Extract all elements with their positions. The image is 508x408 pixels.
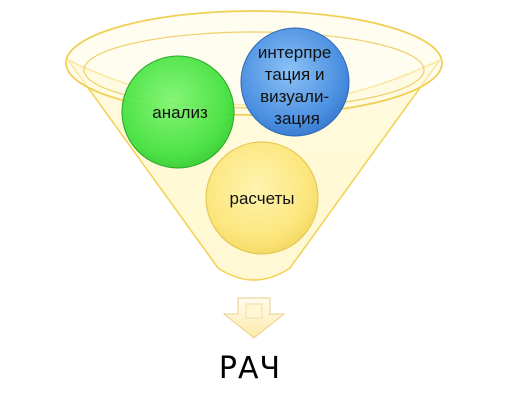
analysis-label: анализ bbox=[152, 103, 208, 122]
analysis-circle-shape bbox=[121, 55, 235, 169]
calculations-label: расчеты bbox=[230, 189, 295, 208]
circle-interpretation: интерпре тация и визуали- зация bbox=[240, 27, 350, 137]
interpretation-line-4: зация bbox=[274, 109, 320, 128]
calculations-circle-shape bbox=[205, 141, 319, 255]
interpretation-circle-shape bbox=[240, 27, 350, 137]
circle-calculations: расчеты bbox=[205, 141, 319, 255]
interpretation-line-3: визуали- bbox=[260, 87, 329, 106]
result-label: РАЧ bbox=[219, 351, 281, 386]
interpretation-label: интерпре тация и визуали- зация bbox=[258, 43, 336, 128]
interpretation-line-2: тация и bbox=[265, 65, 325, 84]
circle-analysis: анализ bbox=[121, 55, 235, 169]
interpretation-line-1: интерпре bbox=[258, 43, 332, 62]
arrow-inner-highlight bbox=[245, 303, 263, 319]
